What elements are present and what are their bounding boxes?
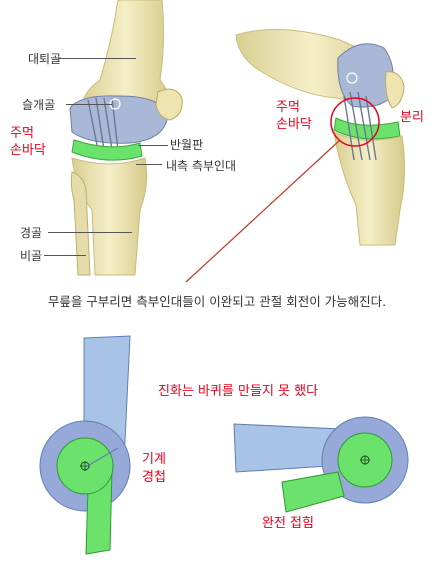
patella-bone	[155, 88, 183, 121]
lockout-label: 경첩	[142, 470, 166, 485]
locking-edge	[83, 447, 119, 469]
palm-label-left: 손바닥	[10, 143, 46, 158]
highlight-circle	[330, 97, 380, 147]
palm-label-right: 손바닥	[276, 117, 312, 132]
patella-leader	[66, 104, 112, 105]
meniscus-left	[71, 139, 143, 161]
meniscus-label: 반월판	[170, 138, 204, 152]
evolution-note: 진화는 바퀴를 만들지 못 했다	[158, 384, 319, 399]
patella-flexed	[385, 71, 405, 109]
tibia-label: 경골	[20, 226, 43, 240]
femur-label: 대퇴골	[28, 52, 62, 66]
center-marker-flexed	[346, 72, 358, 84]
fist-label-left: 주먹	[10, 126, 34, 141]
condyle-cartilage	[337, 43, 394, 108]
lower-link-folded	[281, 471, 345, 513]
pointer-line	[185, 139, 341, 283]
fibula-bone	[70, 171, 91, 276]
right-knee-illustration	[185, 29, 406, 283]
mcl-label: 내측 측부인대	[166, 159, 237, 173]
caption-text: 무릎을 구부리면 측부인대들이 이완되고 관절 회전이 가능해진다.	[47, 294, 387, 309]
patella-label: 슬개골	[22, 98, 56, 112]
machine-label: 기계	[142, 452, 166, 467]
separation-label: 분리	[400, 110, 424, 125]
fibula-label: 비골	[20, 249, 43, 263]
left-knee-illustration	[69, 0, 183, 276]
fist-label-right: 주먹	[276, 100, 300, 115]
ligament-strands	[87, 97, 119, 151]
femur-leader	[58, 58, 136, 59]
hinge-straight	[39, 335, 131, 555]
hinge-folded	[233, 416, 409, 513]
meniscus-leader	[138, 145, 168, 146]
fibula-leader	[44, 255, 86, 256]
mcl-leader	[136, 164, 162, 165]
tibia-flexed	[333, 131, 406, 246]
tibia-leader	[48, 232, 132, 233]
ligament-strands-flexed	[343, 91, 377, 161]
full-fold-label: 완전 접힘	[262, 516, 314, 531]
